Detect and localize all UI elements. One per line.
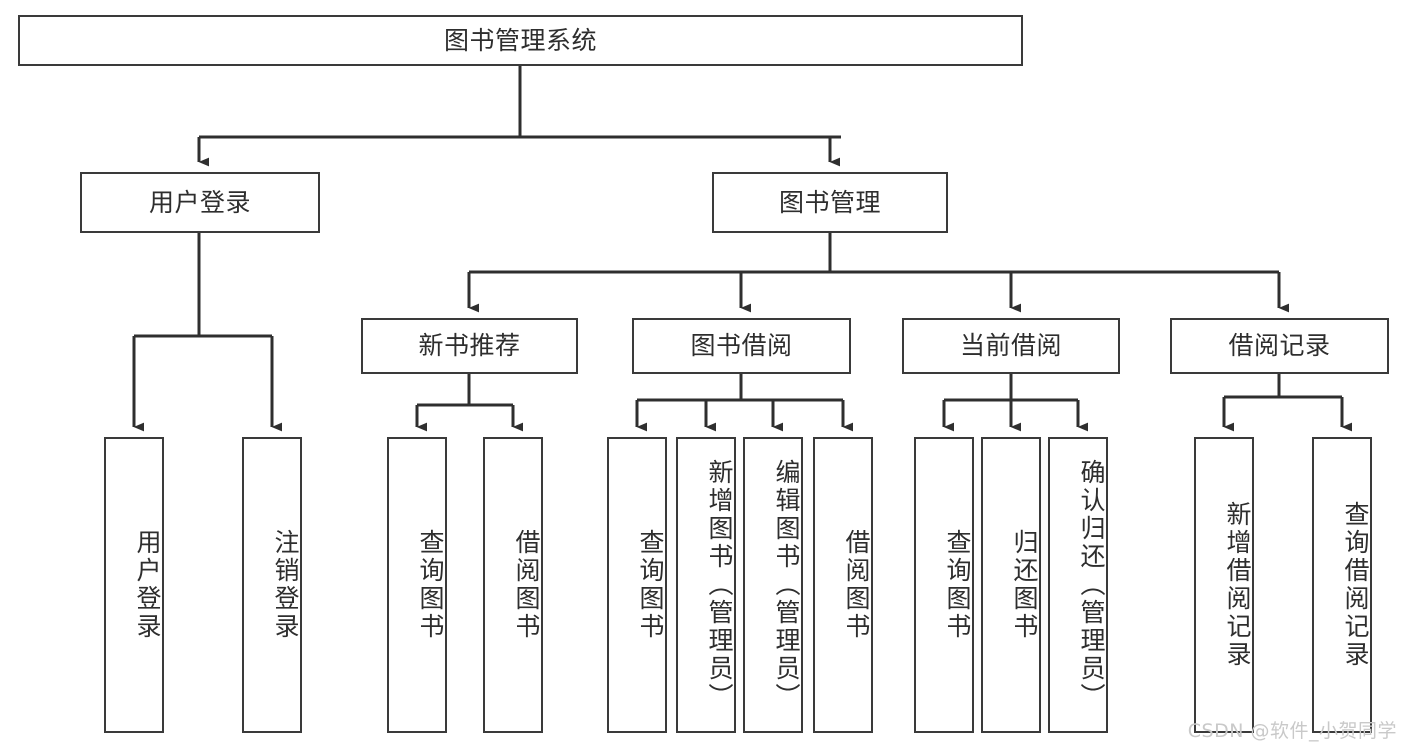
node-root-system[interactable]: 图书管理系统 [18,15,1023,66]
leaf-user-login-login[interactable]: 用户登录 [104,437,164,733]
node-new-book-recommendation-label: 新书推荐 [418,331,521,361]
leaf-borrow-borrow-book[interactable]: 借阅图书 [813,437,873,733]
csdn-watermark: CSDN @软件_小贺同学 [1187,720,1397,742]
leaf-label: 查询图书 [636,529,665,641]
node-book-borrowing[interactable]: 图书借阅 [632,318,851,374]
leaf-current-query-book[interactable]: 查询图书 [914,437,974,733]
node-new-book-recommendation[interactable]: 新书推荐 [361,318,578,374]
node-borrow-records-label: 借阅记录 [1228,331,1331,361]
node-current-borrowing-label: 当前借阅 [959,331,1062,361]
leaf-borrow-edit-book-admin[interactable]: 编辑图书（管理员） [743,437,803,733]
leaf-borrow-query-book[interactable]: 查询图书 [607,437,667,733]
node-current-borrowing[interactable]: 当前借阅 [902,318,1120,374]
node-user-login-label: 用户登录 [148,187,251,217]
leaf-label: 借阅图书 [842,529,871,641]
leaf-label: 查询图书 [943,529,972,641]
leaf-label: 编辑图书（管理员） [772,459,801,711]
leaf-current-confirm-return-admin[interactable]: 确认归还（管理员） [1048,437,1108,733]
leaf-label: 注销登录 [271,529,300,641]
node-book-management-label: 图书管理 [778,187,881,217]
node-borrow-records[interactable]: 借阅记录 [1170,318,1389,374]
leaf-user-login-logout[interactable]: 注销登录 [242,437,302,733]
node-book-management[interactable]: 图书管理 [712,172,948,233]
leaf-label: 确认归还（管理员） [1077,459,1106,711]
leaf-label: 用户登录 [133,529,162,641]
node-user-login[interactable]: 用户登录 [80,172,320,233]
node-book-borrowing-label: 图书借阅 [690,331,793,361]
leaf-label: 查询借阅记录 [1341,501,1370,669]
leaf-record-query-record[interactable]: 查询借阅记录 [1312,437,1372,733]
leaf-new-book-borrow[interactable]: 借阅图书 [483,437,543,733]
node-root-label: 图书管理系统 [443,25,597,55]
leaf-label: 新增图书（管理员） [705,459,734,711]
leaf-borrow-add-book-admin[interactable]: 新增图书（管理员） [676,437,736,733]
leaf-new-book-query[interactable]: 查询图书 [387,437,447,733]
leaf-label: 借阅图书 [512,529,541,641]
leaf-current-return-book[interactable]: 归还图书 [981,437,1041,733]
leaf-label: 新增借阅记录 [1223,501,1252,669]
leaf-record-add-record[interactable]: 新增借阅记录 [1194,437,1254,733]
leaf-label: 归还图书 [1010,529,1039,641]
leaf-label: 查询图书 [416,529,445,641]
